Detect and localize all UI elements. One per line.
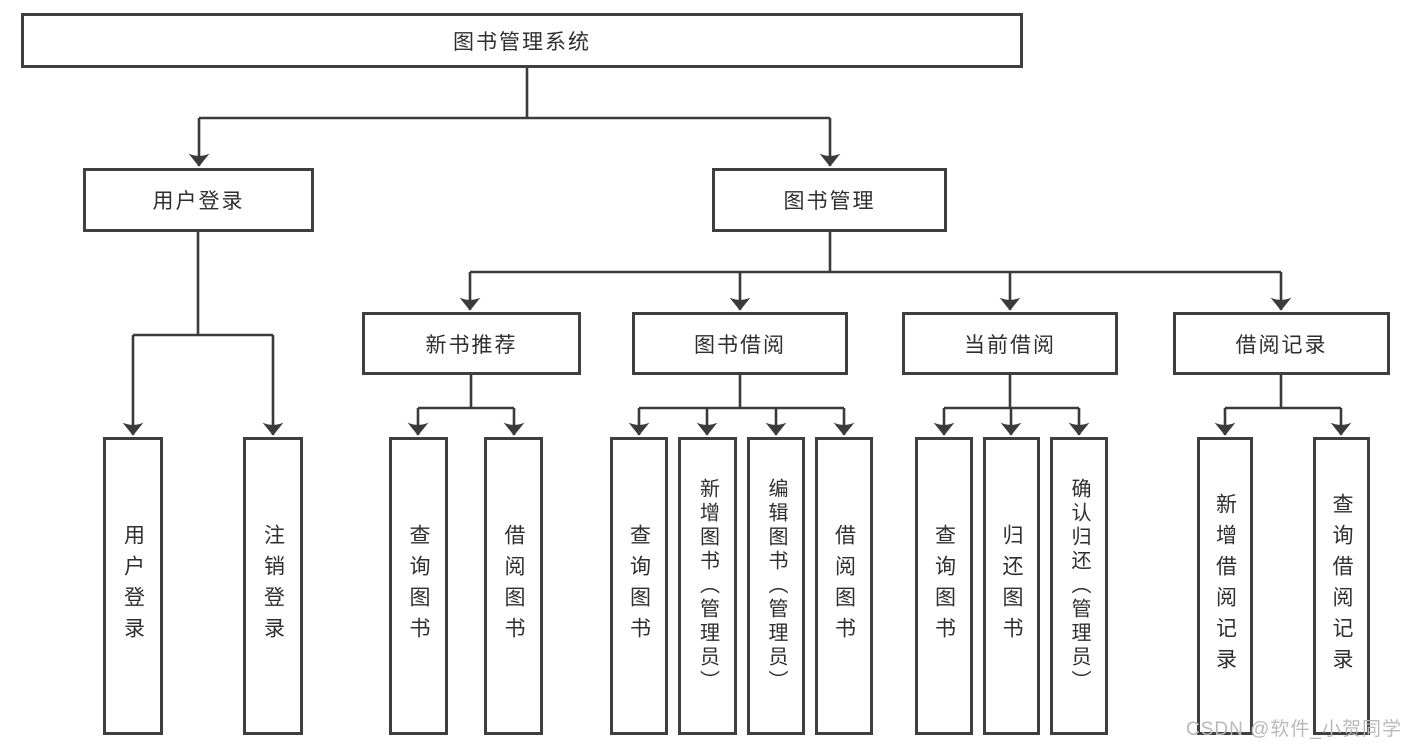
node-book-management: 图书管理	[712, 168, 947, 232]
leaf-logout: 注销登录	[243, 437, 303, 735]
leaf-query-books-recommend: 查询图书	[389, 437, 448, 735]
leaf-confirm-return-admin: 确认归还（管理员）	[1050, 437, 1108, 735]
node-new-book-recommendation: 新书推荐	[362, 312, 581, 375]
node-root: 图书管理系统	[21, 13, 1023, 68]
node-borrowing-records: 借阅记录	[1173, 312, 1390, 375]
leaf-query-books-current: 查询图书	[915, 437, 973, 735]
node-current-borrowing: 当前借阅	[902, 312, 1118, 375]
leaf-borrow-books-recommend: 借阅图书	[484, 437, 543, 735]
leaf-user-login: 用户登录	[103, 437, 163, 735]
node-user-login: 用户登录	[83, 168, 314, 232]
leaf-query-borrow-record: 查询借阅记录	[1313, 437, 1370, 735]
leaf-return-books: 归还图书	[983, 437, 1040, 735]
leaf-add-borrow-record: 新增借阅记录	[1197, 437, 1253, 735]
leaf-borrow-books: 借阅图书	[815, 437, 873, 735]
leaf-add-book-admin: 新增图书（管理员）	[678, 437, 737, 735]
leaf-edit-book-admin: 编辑图书（管理员）	[747, 437, 805, 735]
node-book-borrowing: 图书借阅	[632, 312, 848, 375]
leaf-query-books-borrow: 查询图书	[610, 437, 668, 735]
watermark: CSDN @软件_小贺同学	[1186, 719, 1402, 740]
